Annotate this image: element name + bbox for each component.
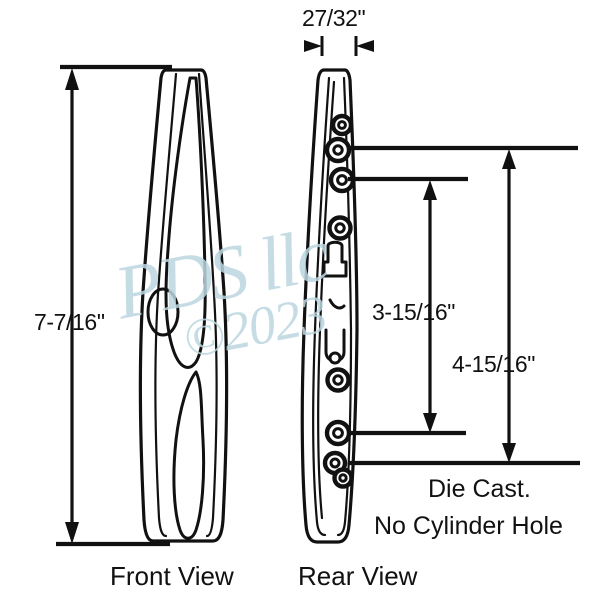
height-arrow-down bbox=[65, 522, 79, 544]
rear-view-hole-1 bbox=[330, 113, 354, 137]
overall-height-label: 7-7/16" bbox=[34, 309, 105, 335]
inner-arrow-down bbox=[423, 413, 437, 433]
note-no-cylinder-hole: No Cylinder Hole bbox=[374, 512, 563, 540]
outer-spacing-label: 4-15/16" bbox=[452, 351, 535, 377]
top-width-dimension bbox=[304, 36, 374, 56]
front-view-outline bbox=[138, 68, 229, 543]
width-arrow-left bbox=[304, 40, 322, 52]
note-die-cast: Die Cast. bbox=[428, 475, 531, 503]
front-view-upper-recess bbox=[164, 76, 207, 369]
outer-spacing-dimension bbox=[348, 145, 580, 466]
overall-height-dimension bbox=[56, 64, 172, 547]
outer-arrow-up bbox=[502, 149, 516, 169]
rear-view-hole-3 bbox=[328, 166, 356, 194]
rear-view-arc-detail bbox=[328, 298, 346, 310]
width-dimension-label: 27/32" bbox=[302, 5, 366, 31]
inner-arrow-up bbox=[423, 180, 437, 200]
inner-spacing-dimension bbox=[348, 176, 468, 436]
inner-spacing-label: 3-15/16" bbox=[372, 299, 455, 325]
rear-view-inner-left bbox=[312, 76, 331, 537]
caption-front-view: Front View bbox=[110, 561, 234, 591]
front-view-pivot-oval bbox=[146, 287, 180, 337]
rear-view-boss-pin bbox=[328, 351, 342, 365]
rear-view-boss-upper bbox=[322, 240, 348, 278]
rear-view-hole-4 bbox=[327, 215, 353, 241]
outer-arrow-down bbox=[502, 443, 516, 463]
front-view-lower-recess bbox=[172, 370, 206, 540]
rear-view-part bbox=[300, 68, 359, 544]
front-view-inner-left bbox=[154, 72, 178, 538]
front-view-inner-right bbox=[197, 72, 218, 538]
rear-view-hole-2 bbox=[324, 136, 352, 164]
caption-rear-view: Rear View bbox=[298, 561, 418, 591]
rear-view-hole-8 bbox=[332, 467, 354, 489]
rear-view-hole-5 bbox=[325, 367, 351, 393]
height-arrow-up bbox=[65, 68, 79, 90]
rear-view-hole-6 bbox=[324, 419, 352, 447]
front-view-part bbox=[138, 68, 229, 543]
width-arrow-right bbox=[356, 40, 374, 52]
